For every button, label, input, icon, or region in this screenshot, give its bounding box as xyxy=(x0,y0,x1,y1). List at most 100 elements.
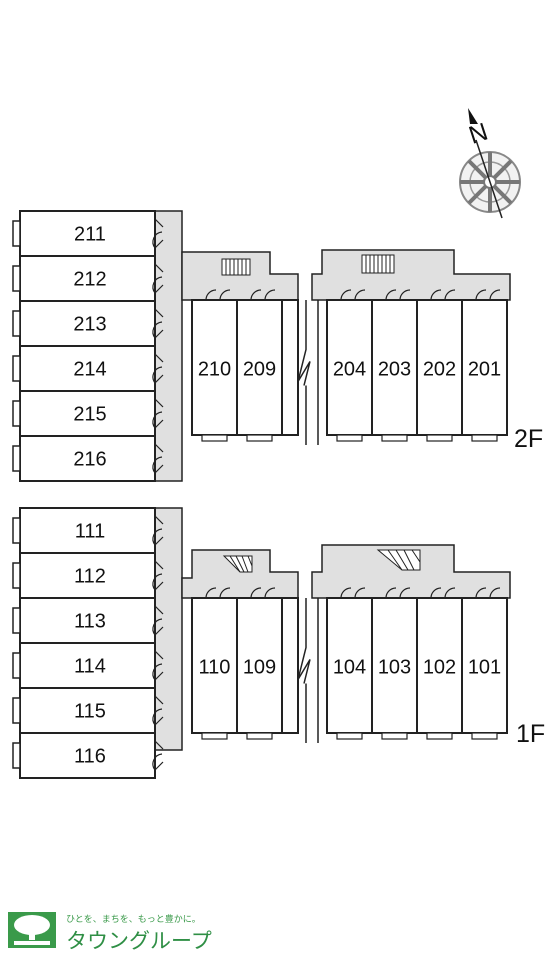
unit-number: 104 xyxy=(333,657,366,679)
balcony xyxy=(12,562,21,589)
unit-outline xyxy=(19,435,156,482)
unit-number: 210 xyxy=(198,359,231,381)
door-icon xyxy=(250,289,276,301)
unit-209: 209 xyxy=(236,289,283,442)
balcony xyxy=(201,434,228,442)
door-icon xyxy=(152,411,164,429)
balcony xyxy=(12,742,21,769)
balcony xyxy=(12,265,21,292)
unit-number: 102 xyxy=(423,657,456,679)
compass-icon: N xyxy=(459,108,521,219)
balcony xyxy=(336,434,363,442)
unit-214: 214 xyxy=(12,345,164,392)
unit-213: 213 xyxy=(12,300,164,347)
door-icon xyxy=(154,443,164,453)
door-icon xyxy=(340,289,366,301)
door-icon xyxy=(154,308,164,318)
north-arrow-icon xyxy=(468,108,478,124)
door-icon xyxy=(250,587,276,599)
service-strip xyxy=(281,597,299,734)
door-icon xyxy=(475,587,501,599)
door-icon xyxy=(152,321,164,339)
door-icon xyxy=(154,353,164,363)
logo-name: タウングループ xyxy=(66,929,212,953)
unit-112: 112 xyxy=(12,552,164,599)
service-strip xyxy=(281,299,299,436)
balcony xyxy=(246,732,273,740)
unit-113: 113 xyxy=(12,597,164,644)
unit-number: 209 xyxy=(243,359,276,381)
unit-201: 201 xyxy=(461,289,508,442)
balcony xyxy=(12,355,21,382)
unit-104: 104 xyxy=(326,587,373,740)
unit-101: 101 xyxy=(461,587,508,740)
door-icon xyxy=(154,398,164,408)
balcony xyxy=(12,445,21,472)
stairs-icon xyxy=(376,549,421,571)
break-line-icon xyxy=(297,598,319,743)
town-group-logo: ひとを、まちを、もっと豊かに。 タウングループ xyxy=(8,912,212,953)
door-icon xyxy=(152,366,164,384)
unit-115: 115 xyxy=(12,687,164,734)
unit-outline xyxy=(19,345,156,392)
door-icon xyxy=(205,587,231,599)
unit-number: 213 xyxy=(73,314,106,336)
unit-outline xyxy=(236,597,283,734)
door-icon xyxy=(154,515,164,525)
balcony xyxy=(471,732,498,740)
unit-203: 203 xyxy=(371,289,418,442)
unit-number: 111 xyxy=(75,521,105,543)
unit-outline xyxy=(19,507,156,554)
floor-label-1f: 1F xyxy=(516,720,545,748)
door-icon xyxy=(154,605,164,615)
floor-label-2f: 2F xyxy=(514,425,543,453)
unit-102: 102 xyxy=(416,587,463,740)
balcony xyxy=(426,732,453,740)
balcony xyxy=(12,400,21,427)
unit-outline xyxy=(19,732,156,779)
unit-outline xyxy=(326,299,373,436)
balcony xyxy=(246,434,273,442)
unit-outline xyxy=(416,299,463,436)
door-icon xyxy=(152,456,164,474)
unit-outline xyxy=(236,299,283,436)
unit-number: 112 xyxy=(74,566,106,588)
unit-outline xyxy=(371,597,418,734)
unit-number: 115 xyxy=(74,701,106,723)
unit-110: 110 xyxy=(191,587,238,740)
door-icon xyxy=(154,560,164,570)
door-icon xyxy=(154,650,164,660)
balcony xyxy=(201,732,228,740)
balcony xyxy=(12,697,21,724)
unit-212: 212 xyxy=(12,255,164,302)
door-icon xyxy=(385,289,411,301)
unit-210: 210 xyxy=(191,289,238,442)
door-icon xyxy=(430,289,456,301)
door-icon xyxy=(152,708,164,726)
unit-outline xyxy=(19,687,156,734)
unit-109: 109 xyxy=(236,587,283,740)
door-icon xyxy=(152,618,164,636)
unit-number: 101 xyxy=(468,657,501,679)
door-icon xyxy=(152,276,164,294)
corridor-2f-left xyxy=(154,210,183,482)
tree-logo-icon xyxy=(8,912,56,948)
door-icon xyxy=(430,587,456,599)
stairs-icon xyxy=(361,254,395,274)
unit-114: 114 xyxy=(12,642,164,689)
door-icon xyxy=(152,573,164,591)
unit-116: 116 xyxy=(12,732,164,779)
stairs-icon xyxy=(221,258,251,276)
compass-north-label: N xyxy=(465,118,491,150)
unit-215: 215 xyxy=(12,390,164,437)
balcony xyxy=(336,732,363,740)
unit-number: 204 xyxy=(333,359,366,381)
unit-number: 201 xyxy=(468,359,501,381)
unit-number: 109 xyxy=(243,657,276,679)
door-icon xyxy=(152,528,164,546)
unit-number: 113 xyxy=(74,611,106,633)
unit-number: 211 xyxy=(74,224,106,246)
